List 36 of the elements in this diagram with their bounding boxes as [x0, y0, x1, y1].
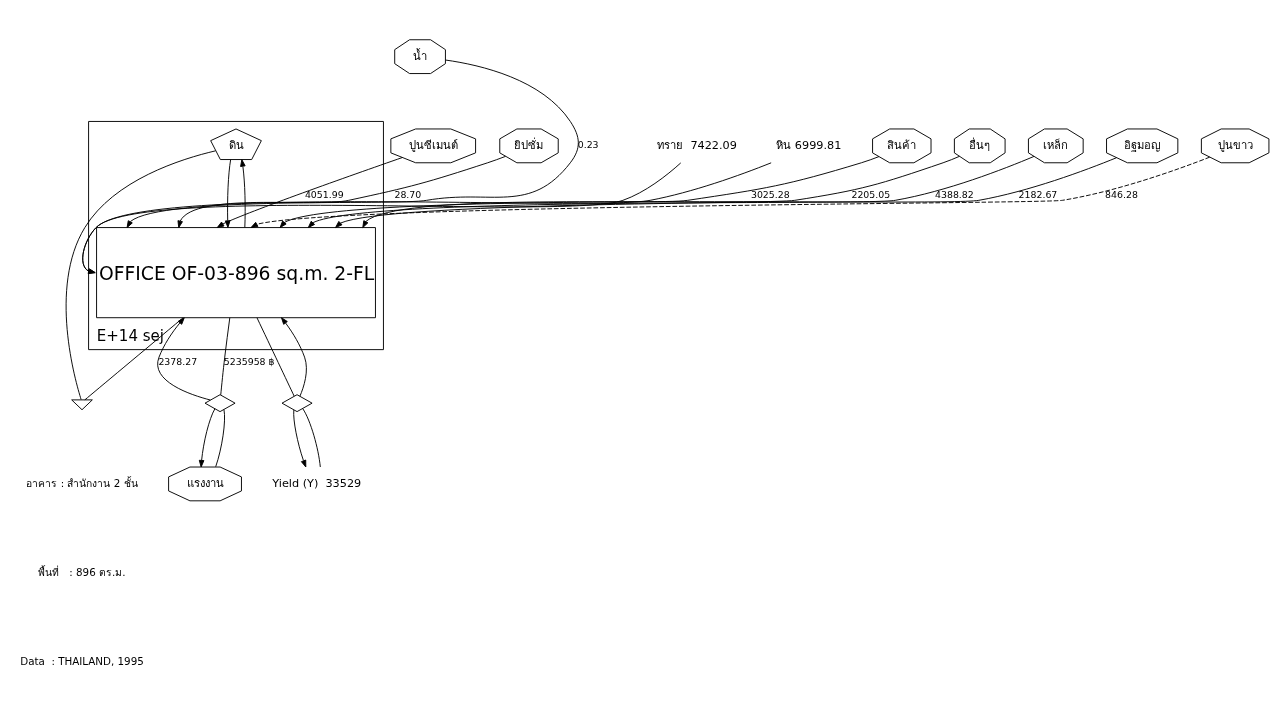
arrow: [362, 156, 880, 229]
node-ground: [71, 399, 93, 411]
label: Data : THAILAND, 1995: [20, 654, 144, 667]
edge-label: 5235958 ฿: [223, 355, 275, 367]
connector: [302, 408, 321, 468]
arrow: [240, 159, 246, 228]
connector: [65, 150, 217, 400]
arrow: [177, 155, 507, 229]
connector: [256, 317, 295, 397]
node-text: Yield (Y) 33529: [272, 476, 362, 490]
edge-label: 2378.27: [158, 355, 198, 367]
label: พื้นที่ : 896 ตร.ม.: [38, 565, 126, 578]
edge-label: 4388.82: [934, 188, 974, 200]
edge-label: 846.28: [1105, 188, 1138, 200]
node-diamond: [204, 394, 236, 413]
edge-label: 28.70: [394, 188, 422, 200]
edge-label: 0.23: [577, 139, 599, 151]
arrow: [293, 409, 307, 468]
edge-label: 2205.05: [851, 188, 891, 200]
node-text: หิน 6999.81: [776, 138, 842, 152]
connector: [215, 409, 226, 468]
edge-label: 2182.67: [1018, 188, 1058, 200]
arrow: [157, 317, 211, 401]
connector: [84, 317, 184, 401]
edge-label: 3025.28: [750, 188, 790, 200]
edge-label: 4051.99: [304, 188, 344, 200]
arrow: [281, 317, 307, 397]
connector: [220, 317, 231, 396]
label: อาคาร : สำนักงาน 2 ชั้น: [26, 476, 138, 489]
arrow: [224, 159, 232, 228]
arrow: [198, 408, 216, 468]
node-text: ทราย 7422.09: [657, 138, 737, 152]
arrow: [216, 157, 403, 229]
node-diamond: [281, 394, 313, 413]
arrow: [126, 59, 579, 229]
node-box: OFFICE OF-03-896 sq.m. 2-FL: [96, 227, 376, 319]
